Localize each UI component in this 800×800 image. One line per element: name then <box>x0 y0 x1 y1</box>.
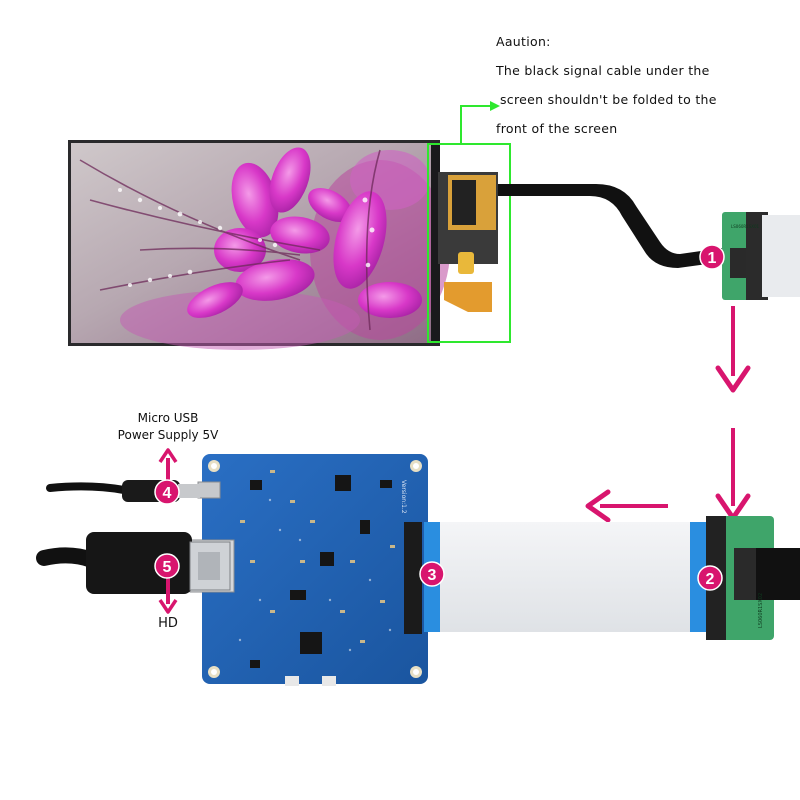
badge-5: 5 <box>163 559 172 576</box>
badge-3: 3 <box>428 567 437 584</box>
badge-1-circle <box>699 244 725 270</box>
hd-label: HD <box>158 616 178 631</box>
up-arrow-usb <box>158 448 178 480</box>
caution-line-1: The black signal cable under the <box>496 63 710 78</box>
caution-title: Aaution: <box>496 34 551 49</box>
lcd-panel <box>68 140 450 350</box>
dew-drops <box>118 188 375 287</box>
power-supply-label: Power Supply 5V <box>117 428 219 442</box>
flower-image <box>187 147 422 318</box>
caution-highlight-box <box>427 101 511 343</box>
down-arrow-hd <box>158 578 178 614</box>
flex-cable <box>498 184 722 268</box>
down-arrow-1 <box>715 306 751 393</box>
caution-line-2: screen shouldn't be folded to the <box>500 92 717 107</box>
board-version-label: Version:1.2 <box>400 480 407 514</box>
adapter-board-1: LS060R1SX01 <box>722 212 800 300</box>
badge-1: 1 <box>708 250 717 267</box>
badge-4: 4 <box>163 485 172 502</box>
badge-2-circle <box>697 565 723 591</box>
adapter-label-2: LS060R1SX02 <box>758 593 764 628</box>
micro-usb-label: Micro USB <box>137 411 199 425</box>
ribbon-cable <box>424 522 706 632</box>
caution-note: Aaution: The black signal cable under th… <box>496 34 717 150</box>
adapter-label-1: LS060R1SX01 <box>731 224 760 229</box>
adapter-board-2: LS060R1SX02 <box>706 516 800 640</box>
fpc-connector <box>438 172 498 312</box>
badge-3-circle <box>419 561 445 587</box>
caution-line-3: front of the screen <box>496 121 618 136</box>
flower-stems <box>79 149 381 331</box>
down-arrow-2 <box>715 428 751 521</box>
left-arrow <box>585 489 668 523</box>
badge-4-circle <box>154 479 180 505</box>
badge-5-circle <box>154 553 180 579</box>
badge-2: 2 <box>706 571 715 588</box>
